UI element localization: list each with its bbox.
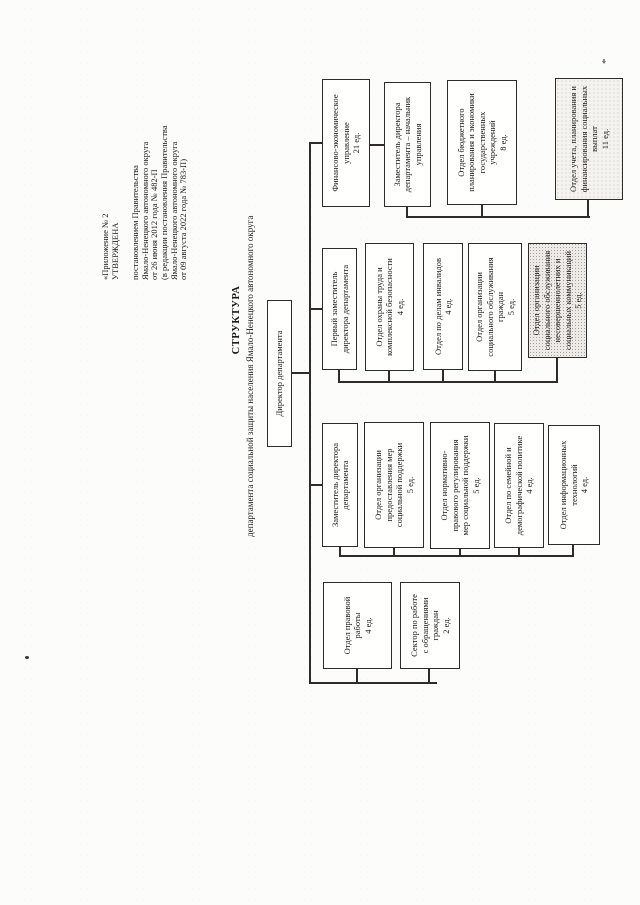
org-box-legal-regulation: Отдел нормативно- правового регулировани…	[430, 422, 490, 549]
connector-line	[481, 204, 483, 218]
connector-line	[442, 369, 444, 383]
connector-line	[309, 484, 323, 486]
org-box-minors-social-services: Отдел организации социального обслуживан…	[528, 243, 587, 358]
org-box-family-demography: Отдел по семейной и демографической поли…	[494, 423, 544, 548]
approval-line: от 09 августа 2022 года № 783-П)	[178, 158, 189, 280]
connector-line	[309, 682, 437, 684]
org-box-deputy-director: Заместитель директора департамента	[322, 423, 358, 547]
org-box-first-deputy-director: Первый заместитель директора департамент…	[322, 248, 357, 370]
connector-line	[556, 357, 558, 383]
org-box-finance-economic-directorate: Финансово-экономическое управление 21 ед…	[322, 79, 370, 207]
connector-line	[406, 216, 590, 218]
org-box-accounting-payments: Отдел учета, планирования и финансирован…	[555, 78, 623, 200]
org-box-it-dept: Отдел информационных технологий 4 ед.	[548, 425, 600, 545]
org-box-director: Директор департамента	[267, 300, 292, 447]
connector-line	[393, 547, 395, 557]
org-box-social-services-citizens: Отдел организации социального обслуживан…	[468, 243, 522, 371]
connector-line	[370, 144, 385, 146]
connector-line	[388, 370, 390, 383]
document-title: СТРУКТУРА	[231, 285, 242, 355]
document-subtitle: департамента социальной защиты населения…	[245, 215, 255, 537]
approval-line: УТВЕРЖДЕНА	[109, 222, 120, 280]
connector-line	[572, 544, 574, 557]
org-box-disabled-affairs: Отдел по делам инвалидов 4 ед.	[423, 243, 463, 370]
connector-line	[518, 547, 520, 557]
connector-line	[339, 555, 574, 557]
connector-line	[356, 668, 358, 684]
connector-line	[309, 142, 323, 144]
org-box-deputy-head-of-directorate: Заместитель директора департамента – нач…	[384, 82, 431, 207]
connector-line	[309, 142, 311, 684]
org-box-social-support-provision: Отдел организации предоставления мер соц…	[364, 422, 424, 548]
org-box-labor-safety: Отдел охраны труда и комплексной безопас…	[365, 243, 414, 371]
connector-line	[292, 372, 310, 374]
connector-line	[309, 308, 323, 310]
connector-line	[587, 199, 589, 218]
approval-block: «Приложение № 2 УТВЕРЖДЕНА постановление…	[100, 125, 189, 280]
connector-line	[428, 668, 430, 684]
org-box-budget-planning: Отдел бюджетного планирования и экономик…	[447, 80, 517, 205]
scan-speck	[25, 656, 29, 659]
scan-asterisk-mark: *	[600, 58, 612, 65]
org-box-legal-dept: Отдел правовой работы 4 ед.	[323, 582, 392, 669]
org-box-citizens-appeals-sector: Сектор по работе с обращениями граждан 2…	[400, 582, 460, 669]
connector-line	[338, 381, 558, 383]
connector-line	[494, 370, 496, 383]
